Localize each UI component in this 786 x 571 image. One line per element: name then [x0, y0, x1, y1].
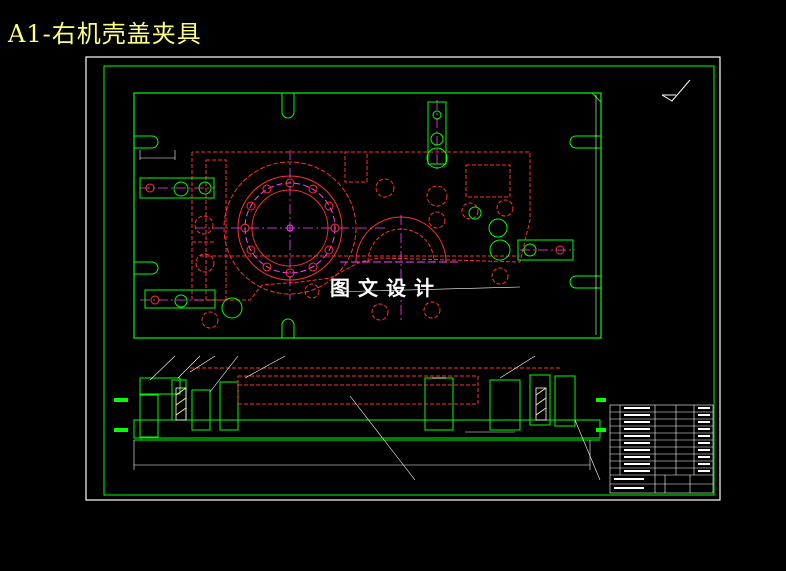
housing-cover-part	[191, 151, 531, 329]
base-plate-outline	[133, 92, 602, 339]
leader-lines	[133, 355, 601, 481]
parts-list-table	[609, 404, 714, 494]
plan-view	[133, 92, 602, 339]
clamp-elements	[134, 93, 601, 338]
parts-list-text-blocks	[614, 407, 710, 489]
hatch-marks	[175, 387, 547, 416]
sheet-inner-border	[103, 65, 715, 496]
watermark-text: 图文设计	[330, 276, 442, 300]
drawing-title: A1-右机壳盖夹具	[8, 20, 202, 48]
plan-dimensions	[139, 95, 597, 335]
secondary-bore	[340, 216, 460, 263]
center-lines	[140, 100, 575, 320]
sheet-outer-border	[85, 56, 721, 501]
roughness-symbol	[661, 79, 691, 102]
front-view	[114, 355, 606, 481]
locating-markers	[114, 398, 606, 432]
